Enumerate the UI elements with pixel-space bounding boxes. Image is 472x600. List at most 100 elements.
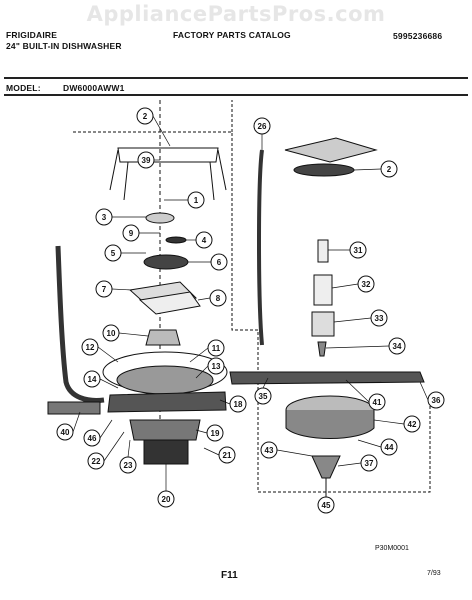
callout-21: 21 bbox=[218, 446, 236, 464]
leader-lines bbox=[72, 115, 429, 491]
callout-45: 45 bbox=[317, 496, 335, 514]
svg-text:19: 19 bbox=[211, 429, 220, 438]
spray-arm-right bbox=[284, 137, 378, 163]
svg-text:44: 44 bbox=[385, 443, 394, 452]
page-number: F11 bbox=[221, 570, 238, 581]
svg-text:10: 10 bbox=[107, 329, 116, 338]
callout-4: 4 bbox=[195, 231, 213, 249]
arm-leg-left bbox=[109, 149, 119, 191]
assembly-outline-dashed bbox=[73, 131, 431, 493]
svg-text:40: 40 bbox=[61, 428, 70, 437]
callout-32: 32 bbox=[357, 275, 375, 293]
svg-text:37: 37 bbox=[365, 459, 374, 468]
model-label: MODEL: bbox=[6, 83, 41, 93]
svg-text:5: 5 bbox=[111, 249, 116, 258]
svg-text:45: 45 bbox=[322, 501, 331, 510]
part-34-shape bbox=[317, 341, 327, 357]
svg-text:13: 13 bbox=[212, 362, 221, 371]
catalog-title: FACTORY PARTS CATALOG bbox=[173, 30, 291, 40]
part-20-shape bbox=[143, 439, 189, 465]
callout-19: 19 bbox=[206, 424, 224, 442]
svg-text:21: 21 bbox=[223, 451, 232, 460]
callout-23: 23 bbox=[119, 456, 137, 474]
part-4-shape bbox=[165, 236, 187, 244]
callout-31: 31 bbox=[349, 241, 367, 259]
svg-text:43: 43 bbox=[265, 446, 274, 455]
part-33-shape bbox=[311, 311, 335, 337]
callout-39: 39 bbox=[137, 151, 155, 169]
svg-text:34: 34 bbox=[393, 342, 402, 351]
callout-34: 34 bbox=[388, 337, 406, 355]
callout-44: 44 bbox=[380, 438, 398, 456]
callout-20: 20 bbox=[157, 490, 175, 508]
svg-text:31: 31 bbox=[354, 246, 363, 255]
svg-text:2: 2 bbox=[387, 165, 392, 174]
callout-18: 18 bbox=[229, 395, 247, 413]
callout-43: 43 bbox=[260, 441, 278, 459]
callout-2-right: 2 bbox=[380, 160, 398, 178]
svg-text:22: 22 bbox=[92, 457, 101, 466]
callout-6: 6 bbox=[210, 253, 228, 271]
callout-14: 14 bbox=[83, 370, 101, 388]
svg-text:14: 14 bbox=[88, 375, 97, 384]
hose-fitting bbox=[47, 401, 101, 415]
product-title: 24" BUILT-IN DISHWASHER bbox=[6, 41, 122, 51]
callout-26: 26 bbox=[253, 117, 271, 135]
catalog-number: 5995236686 bbox=[393, 31, 443, 41]
brand-name: FRIGIDAIRE bbox=[6, 30, 58, 40]
callout-3: 3 bbox=[95, 208, 113, 226]
model-value: DW6000AWW1 bbox=[63, 83, 125, 93]
svg-text:3: 3 bbox=[102, 213, 107, 222]
svg-text:18: 18 bbox=[234, 400, 243, 409]
callout-8: 8 bbox=[209, 289, 227, 307]
svg-text:23: 23 bbox=[124, 461, 133, 470]
svg-text:7: 7 bbox=[102, 285, 107, 294]
part-42-body bbox=[285, 410, 375, 439]
part-10-shape bbox=[145, 329, 181, 346]
svg-text:8: 8 bbox=[216, 294, 221, 303]
upper-spray-arm bbox=[117, 147, 219, 163]
part-8-shape bbox=[138, 291, 201, 315]
part-12-inner bbox=[116, 365, 214, 395]
svg-text:35: 35 bbox=[259, 392, 268, 401]
svg-text:46: 46 bbox=[88, 434, 97, 443]
callout-10: 10 bbox=[102, 324, 120, 342]
callout-13: 13 bbox=[207, 357, 225, 375]
svg-text:36: 36 bbox=[432, 396, 441, 405]
figure-code: P30M0001 bbox=[375, 545, 409, 552]
arm-leg-right bbox=[217, 149, 227, 191]
svg-text:2: 2 bbox=[143, 112, 148, 121]
callout-40: 40 bbox=[56, 423, 74, 441]
part-35-spray-arm bbox=[229, 371, 425, 385]
part-37-shape bbox=[311, 455, 341, 479]
arm-strut-left bbox=[123, 161, 129, 201]
callout-5: 5 bbox=[104, 244, 122, 262]
callout-35: 35 bbox=[254, 387, 272, 405]
svg-text:33: 33 bbox=[375, 314, 384, 323]
part-3-shape bbox=[145, 212, 175, 224]
svg-text:42: 42 bbox=[408, 420, 417, 429]
drain-hose bbox=[55, 245, 105, 403]
pump-base bbox=[107, 391, 227, 413]
part-2-right-shape bbox=[293, 163, 355, 177]
svg-text:9: 9 bbox=[129, 229, 134, 238]
callout-41: 41 bbox=[368, 393, 386, 411]
callout-46: 46 bbox=[83, 429, 101, 447]
part-31-shape bbox=[317, 239, 329, 263]
callout-37: 37 bbox=[360, 454, 378, 472]
svg-text:20: 20 bbox=[162, 495, 171, 504]
part-32-shape bbox=[313, 274, 333, 306]
arm-strut-right bbox=[209, 161, 215, 201]
svg-text:39: 39 bbox=[142, 156, 151, 165]
svg-text:6: 6 bbox=[217, 258, 222, 267]
callout-36: 36 bbox=[427, 391, 445, 409]
header-rule-bottom bbox=[4, 94, 468, 96]
svg-text:41: 41 bbox=[373, 398, 382, 407]
svg-text:12: 12 bbox=[86, 343, 95, 352]
part-26-tube bbox=[257, 149, 264, 346]
callout-42: 42 bbox=[403, 415, 421, 433]
callout-1: 1 bbox=[187, 191, 205, 209]
callout-22: 22 bbox=[87, 452, 105, 470]
part-6-shape bbox=[143, 254, 189, 270]
